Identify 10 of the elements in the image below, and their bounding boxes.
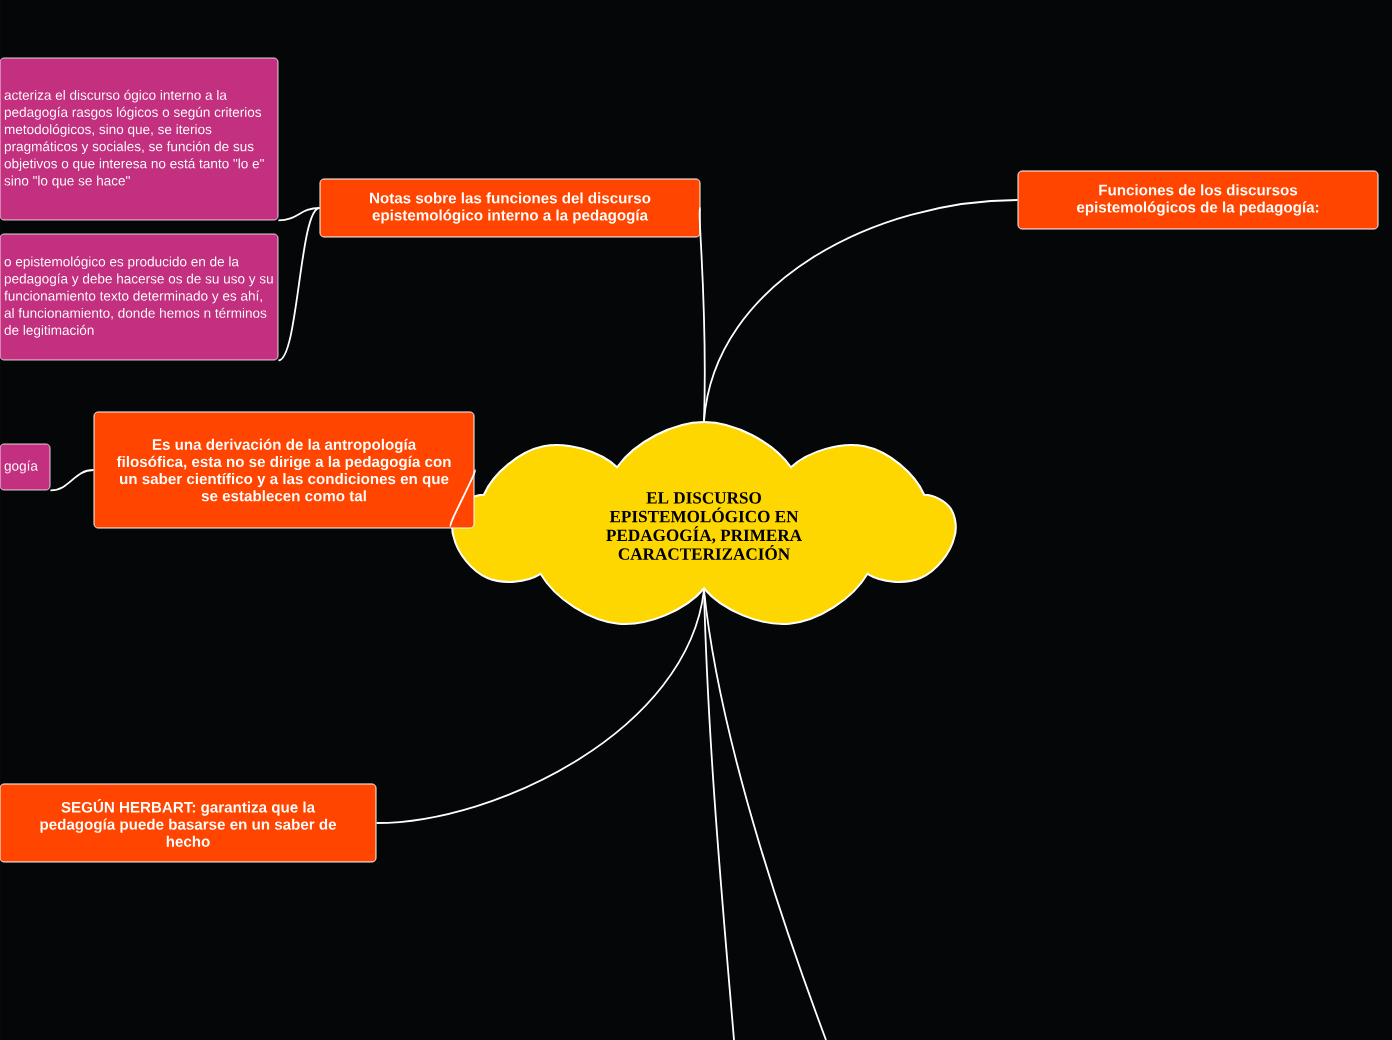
connector-line xyxy=(703,589,827,1040)
connector-line xyxy=(449,469,476,527)
connector-line xyxy=(277,207,321,222)
connector-line xyxy=(703,589,735,1040)
connector-line xyxy=(703,199,1019,422)
connector-line xyxy=(375,589,705,824)
connector-line xyxy=(698,207,706,422)
connector-line xyxy=(277,207,321,362)
connector-line xyxy=(49,469,95,492)
central-topic-cloud: EL DISCURSO EPISTEMOLÓGICO EN PEDAGOGÍA, PRIMERA CARACTERIZACIÓN xyxy=(451,421,957,625)
